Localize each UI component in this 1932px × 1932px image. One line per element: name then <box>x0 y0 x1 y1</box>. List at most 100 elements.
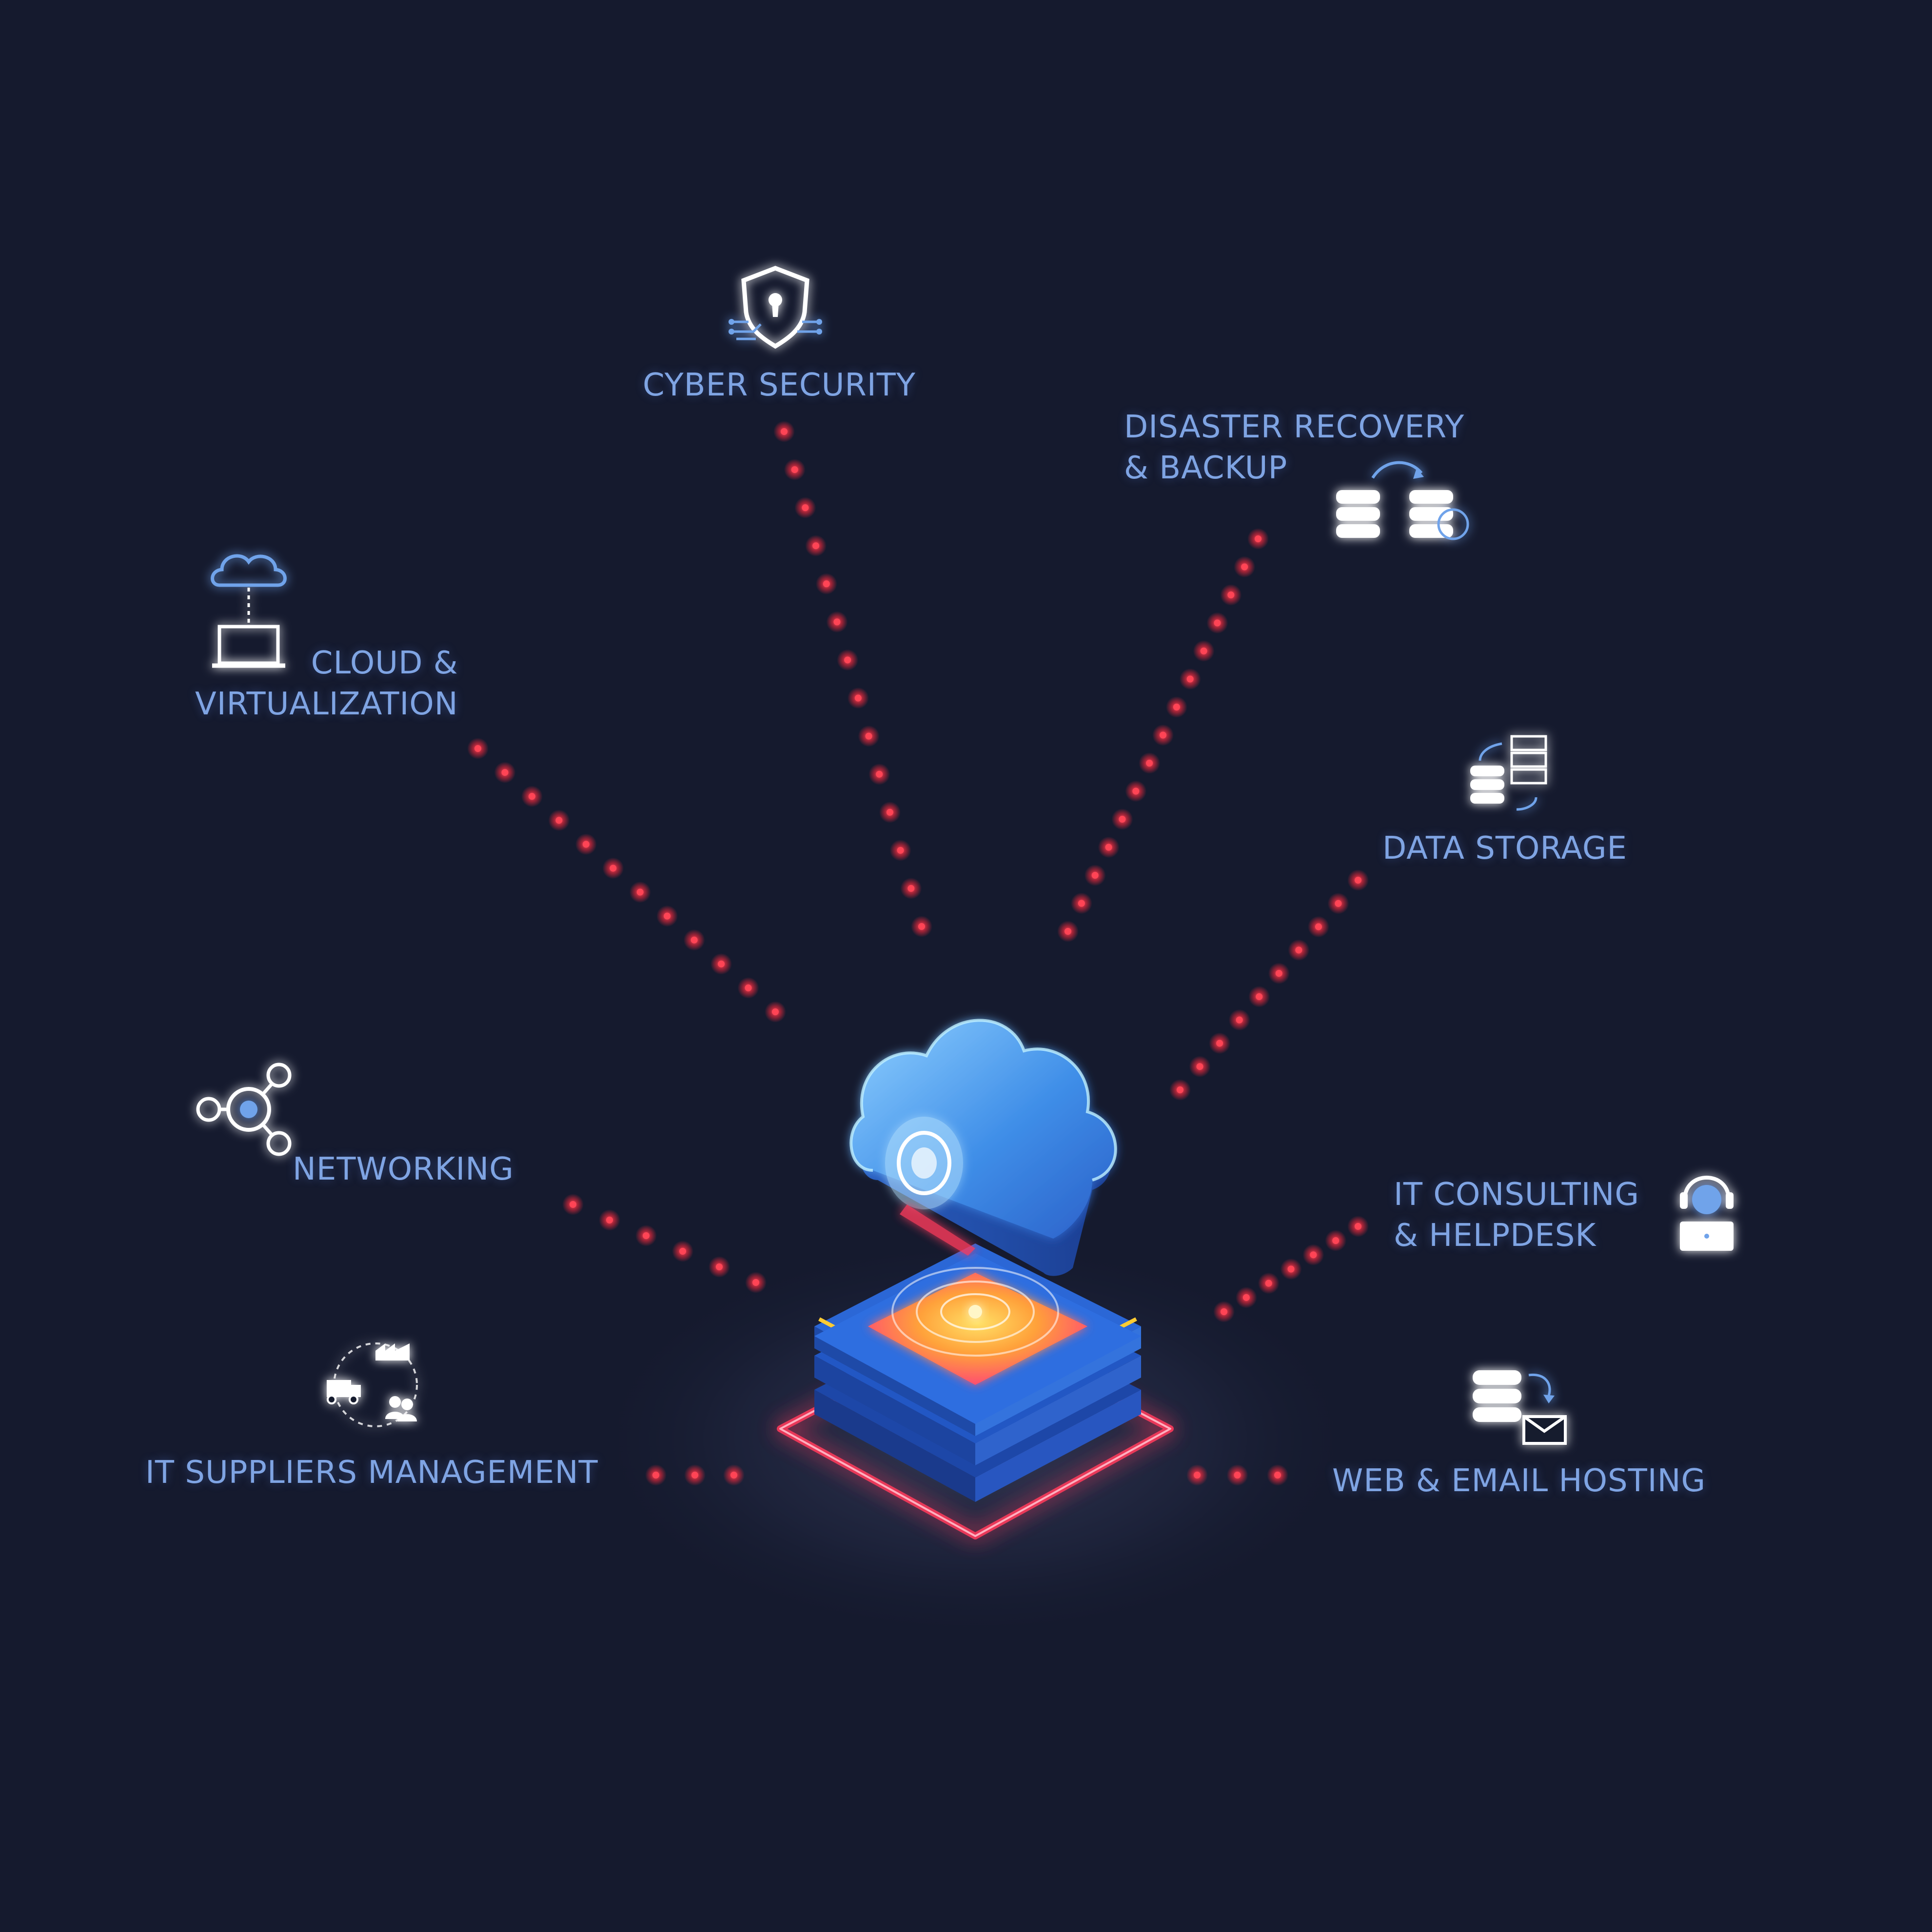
connector-dot <box>1091 872 1099 879</box>
connector-dot <box>865 732 872 740</box>
label-line: VIRTUALIZATION <box>195 686 458 722</box>
service-label-disaster-recovery: DISASTER RECOVERY & BACKUP <box>1124 407 1464 489</box>
connector-dot <box>664 912 671 920</box>
cloud-laptop-icon <box>211 554 287 668</box>
connector-dot <box>690 936 698 944</box>
connector-dot <box>1200 648 1207 654</box>
service-label-it-consulting: IT CONSULTING & HELPDESK <box>1394 1174 1639 1256</box>
connector-dot <box>1295 946 1302 954</box>
label-line: IT SUPPLIERS MANAGEMENT <box>145 1455 598 1491</box>
connector-dot <box>474 745 481 752</box>
central-chip <box>777 1243 1174 1539</box>
connector-dot <box>1241 563 1248 571</box>
shield-lock-icon <box>729 266 822 349</box>
service-label-cloud-virtualization: CLOUD & VIRTUALIZATION <box>195 643 458 725</box>
database-sync-icon <box>1336 461 1469 540</box>
network-nodes-icon <box>196 1063 292 1156</box>
connector-dot <box>1132 788 1140 795</box>
connector-dot <box>1355 1223 1361 1230</box>
connector-dot <box>1310 1251 1317 1259</box>
connector-dot <box>1236 1016 1243 1024</box>
connector-dot <box>1332 1237 1340 1244</box>
service-label-it-suppliers: IT SUPPLIERS MANAGEMENT <box>145 1452 598 1493</box>
connector-dot <box>854 694 862 702</box>
connector-dot <box>643 1232 650 1239</box>
connector-dot <box>636 888 644 896</box>
connector-dot <box>1177 1086 1183 1093</box>
connector-dot <box>1355 877 1361 884</box>
connector-dot <box>1146 760 1153 767</box>
connector-dot <box>1265 1280 1272 1287</box>
connector-dot <box>791 466 798 473</box>
connector-dot <box>1194 1472 1201 1479</box>
connector-dot <box>1078 900 1085 907</box>
connector-dot <box>1275 970 1282 977</box>
connector-dot <box>718 960 725 967</box>
label-line: & BACKUP <box>1124 450 1288 486</box>
connector-dot <box>897 847 904 854</box>
connector-dot <box>606 1217 613 1223</box>
supply-chain-icon <box>327 1331 418 1427</box>
label-line: NETWORKING <box>293 1151 514 1187</box>
connector-dot <box>1315 923 1322 930</box>
service-label-cyber-security: CYBER SECURITY <box>643 365 916 406</box>
connector-dot <box>1221 1308 1227 1315</box>
server-storage-icon <box>1470 735 1547 811</box>
connector-dot <box>1160 731 1166 739</box>
connector-dot <box>1214 619 1221 627</box>
connector-dot <box>812 542 820 550</box>
connector-dot <box>610 865 617 872</box>
connector-dot <box>555 817 563 824</box>
connector-dot <box>501 769 509 776</box>
connector-dot <box>1119 816 1126 823</box>
connector-dot <box>781 428 788 435</box>
connector-dot <box>876 770 883 778</box>
connector-dot <box>1065 928 1071 935</box>
connector-dot <box>528 793 535 800</box>
connector-dot <box>1335 900 1342 907</box>
connector-dot <box>772 1008 779 1015</box>
connector-dot <box>1186 675 1194 683</box>
connector-dot <box>886 808 893 816</box>
label-line: DATA STORAGE <box>1382 830 1627 867</box>
connector-dot <box>907 885 915 892</box>
connector-dot <box>1234 1472 1241 1479</box>
connector-dot <box>1227 591 1235 598</box>
connector-dot <box>752 1279 759 1286</box>
database-email-icon <box>1473 1370 1567 1445</box>
label-line: DISASTER RECOVERY <box>1124 409 1465 445</box>
label-line: CLOUD & <box>311 645 458 681</box>
connector-dot <box>730 1472 737 1479</box>
label-line: & HELPDESK <box>1394 1218 1597 1254</box>
connector-dot <box>679 1248 686 1255</box>
connector-dot <box>1173 704 1180 710</box>
connector-dot <box>1256 993 1263 1000</box>
connector-dot <box>1274 1472 1281 1479</box>
connector-dot <box>1242 1294 1250 1301</box>
connector-dot <box>1196 1063 1203 1070</box>
label-line: WEB & EMAIL HOSTING <box>1332 1463 1706 1499</box>
connector-dot <box>745 984 752 991</box>
label-line: IT CONSULTING <box>1394 1177 1639 1213</box>
connector-dot <box>1105 844 1112 851</box>
connector-dot <box>582 841 590 848</box>
connector-dot <box>1255 535 1262 542</box>
connector-dot <box>823 580 830 588</box>
connector-dot <box>844 656 851 664</box>
connector-dot <box>570 1201 576 1208</box>
label-line: CYBER SECURITY <box>643 367 916 403</box>
connector-dot <box>833 618 841 626</box>
connector-dot <box>1287 1265 1295 1273</box>
connector-dot <box>652 1472 659 1479</box>
service-label-data-storage: DATA STORAGE <box>1382 828 1627 869</box>
service-label-networking: NETWORKING <box>293 1149 514 1190</box>
connector-dot <box>691 1472 698 1479</box>
central-cloud <box>849 1019 1117 1276</box>
connector-dot <box>918 923 925 930</box>
connector-dot <box>716 1263 723 1270</box>
connector-dot <box>1216 1040 1223 1047</box>
headset-support-icon <box>1680 1176 1734 1251</box>
service-label-web-email-hosting: WEB & EMAIL HOSTING <box>1332 1460 1706 1501</box>
